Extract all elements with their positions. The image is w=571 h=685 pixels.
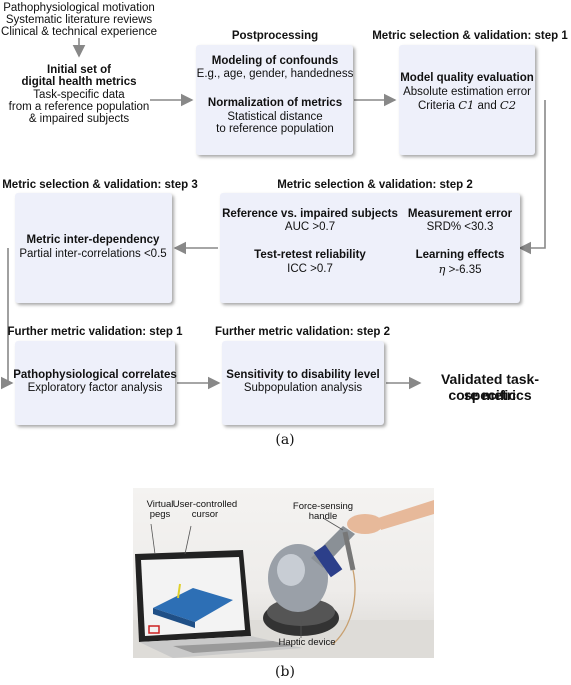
label-haptic-device: Haptic device <box>278 637 336 648</box>
step3-box <box>15 193 172 303</box>
normalization-text-1: Statistical distance <box>227 111 323 123</box>
confounds-text: E.g., age, gender, handedness <box>196 68 354 80</box>
label-cursor-2: cursor <box>191 509 219 520</box>
further1-heading: Further metric validation: step 1 <box>7 326 183 338</box>
step1-title: Model quality evaluation <box>400 72 534 84</box>
step2-heading: Metric selection & validation: step 2 <box>277 179 473 191</box>
normalization-title: Normalization of metrics <box>207 97 343 109</box>
step2-retest-text: ICC >0.7 <box>287 263 333 275</box>
step1-c1: C1 <box>458 98 475 112</box>
step3-title: Metric inter-dependency <box>26 234 160 246</box>
step2-learn-eta: η <box>438 262 446 276</box>
label-cursor-1: User-controlled <box>172 499 238 510</box>
postprocessing-box <box>196 45 353 155</box>
step1-text-1: Absolute estimation error <box>403 86 531 98</box>
input-pathophysiological: Pathophysiological motivation <box>3 2 155 14</box>
result-line-1: Validated task-specific <box>440 371 540 403</box>
caption-a: (a) <box>275 432 295 448</box>
further2-box <box>222 341 384 425</box>
step2-learn-text: η >-6.35 <box>395 263 525 277</box>
arrow-step3-to-further1 <box>0 248 14 390</box>
label-handle-2: handle <box>308 511 338 522</box>
caption-b: (b) <box>275 664 295 680</box>
step3-heading: Metric selection & validation: step 3 <box>2 179 198 191</box>
haptic-setup-photo: Virtual pegs User-controlled cursor Forc… <box>133 488 434 658</box>
label-virtual-pegs-2: pegs <box>149 509 171 520</box>
step2-retest-title: Test-retest reliability <box>254 249 366 261</box>
flow-arrows <box>0 38 546 390</box>
initial-title-2: digital health metrics <box>21 76 137 88</box>
initial-line-1: Task-specific data <box>33 89 125 101</box>
further2-text: Subpopulation analysis <box>243 382 363 394</box>
further1-text: Exploratory factor analysis <box>27 382 163 394</box>
arrow-step1-to-step2 <box>518 100 546 255</box>
step2-learn-threshold: >-6.35 <box>445 264 482 276</box>
step1-c2: C2 <box>499 98 517 112</box>
further1-title: Pathophysiological correlates <box>13 369 177 381</box>
initial-title-1: Initial set of <box>47 64 111 76</box>
initial-line-2: from a reference population <box>8 101 150 113</box>
step1-text-2: Criteria C1 and C2 <box>399 99 535 113</box>
photo-illustration <box>133 500 434 658</box>
postprocessing-heading: Postprocessing <box>231 30 319 42</box>
initial-line-3: & impaired subjects <box>28 113 130 125</box>
step2-ref-text: AUC >0.7 <box>284 221 336 233</box>
step2-meas-title: Measurement error <box>407 208 513 220</box>
further2-title: Sensitivity to disability level <box>226 369 380 381</box>
step1-heading: Metric selection & validation: step 1 <box>372 30 568 42</box>
input-literature: Systematic literature reviews <box>5 14 153 26</box>
step2-box <box>220 193 520 303</box>
further2-heading: Further metric validation: step 2 <box>214 326 391 338</box>
step3-text: Partial inter-correlations <0.5 <box>19 248 167 260</box>
further1-box <box>15 341 175 425</box>
step1-criteria-label: Criteria <box>417 100 459 112</box>
normalization-text-2: to reference population <box>216 123 334 135</box>
step2-ref-title: Reference vs. impaired subjects <box>222 208 398 220</box>
step1-and: and <box>474 100 500 112</box>
label-virtual-pegs-1: Virtual <box>146 499 174 510</box>
step2-learn-title: Learning effects <box>415 249 505 261</box>
step1-box <box>399 45 535 155</box>
input-clinical: Clinical & technical experience <box>1 26 157 38</box>
label-handle-1: Force-sensing <box>292 501 354 512</box>
step2-meas-text: SRD% <30.3 <box>426 221 494 233</box>
confounds-title: Modeling of confounds <box>211 55 339 67</box>
result-line-2: core metrics <box>448 387 532 403</box>
